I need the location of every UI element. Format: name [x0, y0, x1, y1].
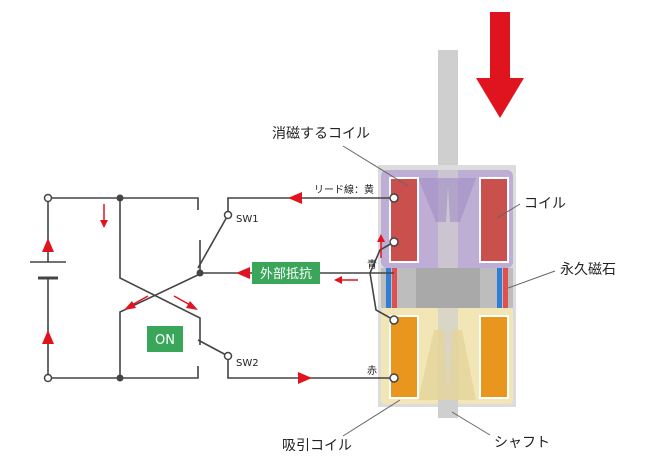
lead-wire-label: リード線：黄: [314, 183, 374, 196]
current-direction-arrow-icon: [42, 192, 385, 384]
blue-wire-label: 青: [367, 258, 377, 271]
attract-coil-right: [479, 315, 509, 399]
sw2-label: SW2: [236, 358, 259, 369]
downward-force-arrow-icon: [476, 12, 524, 118]
shaft-label: シャフト: [494, 435, 550, 451]
demag-coil-label: 消磁するコイル: [272, 126, 370, 142]
attract-coil-left: [389, 315, 419, 399]
terminals: [43, 193, 399, 383]
red-wire-label: 赤: [367, 365, 377, 377]
attract-coil-label: 吸引コイル: [282, 438, 352, 454]
demag-coil-right: [479, 177, 509, 263]
permanent-magnet-label: 永久磁石: [560, 262, 616, 278]
external-resistor: [252, 262, 320, 284]
on-badge-label: ON: [155, 333, 175, 348]
junction-dots: [116, 194, 204, 382]
external-resistor-label: 外部抵抗: [260, 267, 312, 282]
sw1-label: SW1: [236, 214, 259, 225]
circuit-wires: [47, 197, 395, 379]
leader-lines: [342, 145, 556, 437]
shaft-bottom: [438, 400, 458, 418]
shaft-top: [438, 50, 458, 175]
on-badge: [147, 326, 183, 352]
demag-coil-left: [389, 177, 419, 263]
battery-icon: [30, 261, 66, 280]
permanent-magnet: [386, 268, 508, 308]
coil-label: コイル: [524, 196, 566, 212]
